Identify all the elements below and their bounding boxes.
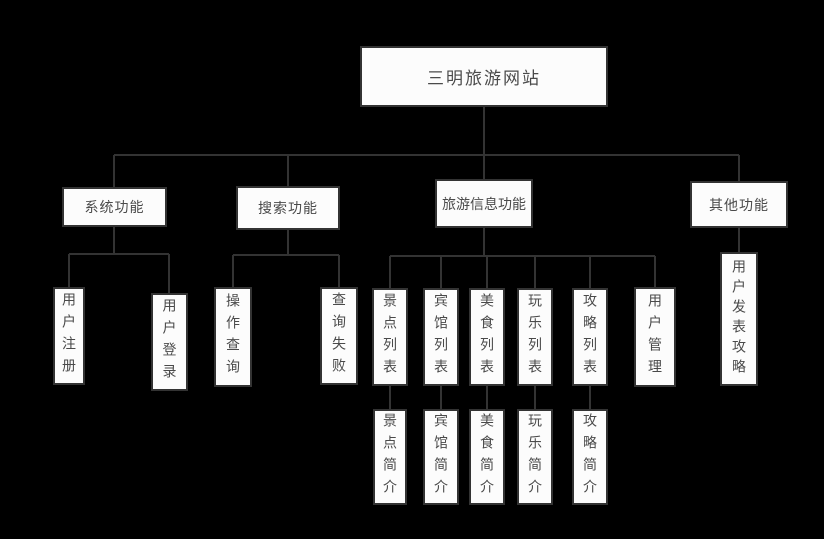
connector-system-children [68, 227, 170, 293]
node-food-intro-label: 美食简介 [479, 413, 495, 501]
node-scenic-intro-label: 景点简介 [382, 413, 398, 501]
node-root[interactable]: 三明旅游网站 [360, 46, 608, 107]
node-entertainment-intro-label: 玩乐简介 [527, 413, 543, 501]
node-user-management-label: 用户管理 [647, 293, 663, 381]
node-query-failed-label: 查询失败 [331, 292, 347, 380]
node-other-functions-label: 其他功能 [709, 196, 769, 213]
node-guide-intro-label: 攻略简介 [582, 413, 598, 501]
node-user-management[interactable]: 用户管理 [634, 287, 676, 387]
node-travel-info-functions[interactable]: 旅游信息功能 [435, 179, 533, 228]
connector-root-to-level2 [113, 107, 740, 187]
node-hotel-intro-label: 宾馆简介 [433, 413, 449, 501]
node-system-functions[interactable]: 系统功能 [62, 187, 167, 227]
node-system-functions-label: 系统功能 [84, 199, 145, 215]
node-user-register[interactable]: 用户注册 [53, 287, 85, 385]
connector-list-to-intro [389, 386, 591, 409]
node-guide-list[interactable]: 攻略列表 [572, 288, 608, 386]
node-scenic-list-label: 景点列表 [382, 293, 398, 381]
connector-info-children [389, 228, 656, 288]
connector-search-children [232, 230, 340, 287]
node-user-publish-guide[interactable]: 用户发表攻略 [720, 252, 758, 386]
node-scenic-intro[interactable]: 景点简介 [373, 409, 407, 505]
node-food-list[interactable]: 美食列表 [469, 288, 505, 386]
node-hotel-list-label: 宾馆列表 [433, 293, 449, 381]
node-search-functions-label: 搜索功能 [258, 200, 318, 216]
node-food-intro[interactable]: 美食简介 [469, 409, 505, 505]
node-operation-query[interactable]: 操作查询 [214, 287, 252, 387]
node-guide-intro[interactable]: 攻略简介 [572, 409, 608, 505]
node-entertainment-list[interactable]: 玩乐列表 [517, 288, 553, 386]
node-user-login-label: 用户登录 [161, 298, 178, 386]
node-travel-info-functions-label: 旅游信息功能 [442, 195, 526, 212]
node-hotel-intro[interactable]: 宾馆简介 [423, 409, 459, 505]
node-operation-query-label: 操作查询 [225, 293, 241, 381]
node-food-list-label: 美食列表 [479, 293, 495, 381]
node-entertainment-intro[interactable]: 玩乐简介 [517, 409, 553, 505]
node-hotel-list[interactable]: 宾馆列表 [423, 288, 459, 386]
node-entertainment-list-label: 玩乐列表 [527, 293, 543, 381]
node-user-register-label: 用户注册 [61, 292, 77, 380]
node-query-failed[interactable]: 查询失败 [320, 287, 358, 385]
node-user-login[interactable]: 用户登录 [151, 293, 188, 391]
node-guide-list-label: 攻略列表 [582, 293, 598, 381]
node-user-publish-guide-label: 用户发表攻略 [731, 259, 747, 379]
node-other-functions[interactable]: 其他功能 [690, 181, 788, 228]
node-root-label: 三明旅游网站 [427, 69, 541, 88]
node-scenic-list[interactable]: 景点列表 [372, 288, 408, 386]
node-search-functions[interactable]: 搜索功能 [236, 186, 340, 230]
